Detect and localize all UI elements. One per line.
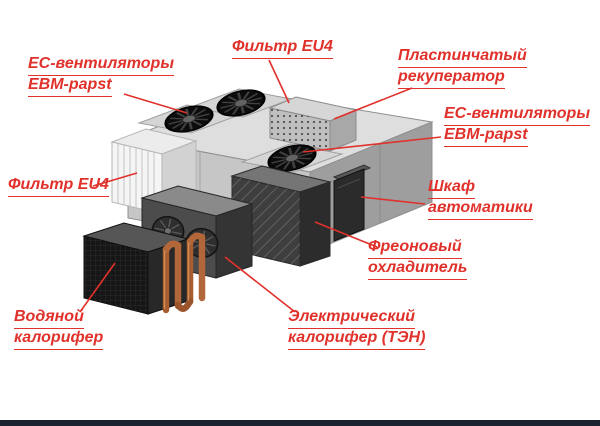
leader-recuperator bbox=[333, 87, 413, 120]
leader-lines bbox=[79, 59, 442, 313]
leader-ec-fans-left bbox=[123, 93, 188, 114]
leader-ec-fans-right bbox=[302, 136, 442, 153]
leader-control-cabinet bbox=[360, 196, 426, 205]
leader-freon-cooler bbox=[314, 221, 378, 248]
leader-filter-top bbox=[268, 59, 290, 104]
leader-electric-heater bbox=[224, 256, 296, 313]
leader-filter-left bbox=[92, 172, 138, 187]
water-coil-block bbox=[82, 222, 190, 315]
leader-water-heater bbox=[79, 262, 116, 313]
control-cabinet-panel bbox=[332, 164, 372, 242]
footer-bar bbox=[0, 420, 600, 426]
recuperator-panel bbox=[268, 96, 358, 152]
copper-pipes bbox=[162, 232, 206, 314]
